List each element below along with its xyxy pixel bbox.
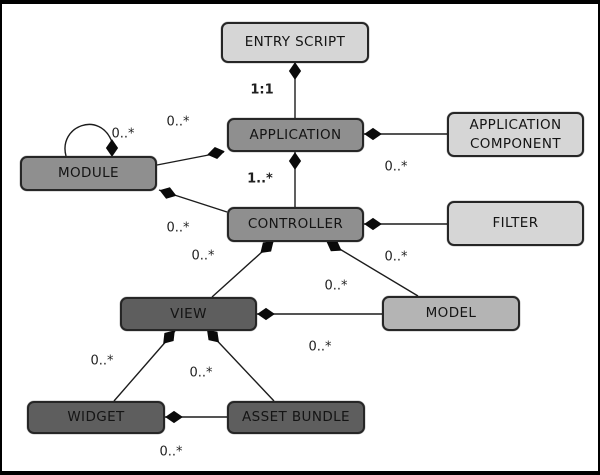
multiplicity-label-controller-model: 0..* [324,278,348,294]
node-view: VIEW [120,297,257,331]
multiplicity-label-widget-asset-bundle: 0..* [159,444,183,460]
multiplicity-label-application-application-component: 0..* [384,159,408,175]
filter-label: FILTER [492,215,539,232]
application-component-label: APPLICATION COMPONENT [469,117,562,152]
node-module: MODULE [20,156,157,191]
multiplicity-label-application-controller: 1..* [247,171,273,187]
view-label: VIEW [170,305,207,322]
node-controller: CONTROLLER [227,207,364,242]
controller-label: CONTROLLER [247,216,344,233]
multiplicity-label-entry-script-application: 1:1 [250,82,274,98]
application-label: APPLICATION [249,126,342,143]
entry-script-label: ENTRY SCRIPT [244,34,346,51]
multiplicity-label-controller-filter: 0..* [384,249,408,265]
node-widget: WIDGET [27,401,165,434]
asset-bundle-label: ASSET BUNDLE [242,409,350,426]
multiplicity-label-module-self-loop: 0..* [111,126,135,142]
multiplicity-label-view-asset-bundle: 0..* [189,365,213,381]
multiplicity-label-view-widget: 0..* [90,353,114,369]
node-application-component: APPLICATION COMPONENT [447,112,584,157]
node-filter: FILTER [447,201,584,246]
node-model: MODEL [382,296,520,331]
nodes-layer: ENTRY SCRIPT APPLICATION APPLICATION COMPO… [2,4,598,471]
multiplicity-label-module-controller: 0..* [166,220,190,236]
node-application: APPLICATION [227,118,364,152]
node-asset-bundle: ASSET BUNDLE [227,401,365,434]
multiplicity-label-controller-view: 0..* [191,248,215,264]
multiplicity-label-view-model: 0..* [308,339,332,355]
multiplicity-label-application-module: 0..* [166,114,190,130]
model-label: MODEL [425,305,477,322]
widget-label: WIDGET [67,409,125,426]
module-label: MODULE [57,165,119,182]
node-entry-script: ENTRY SCRIPT [221,22,369,63]
